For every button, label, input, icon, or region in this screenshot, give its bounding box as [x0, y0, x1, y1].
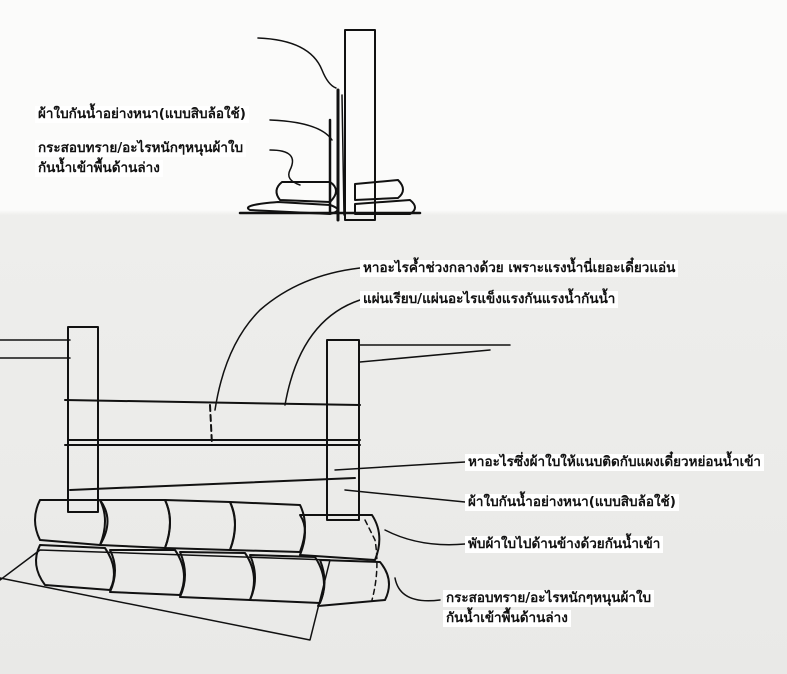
right-post	[326, 339, 360, 521]
sandbag	[164, 499, 236, 551]
label-fold-tarp: พับผ้าใบไปด้านข้างด้วยกันน้ำเข้า	[465, 536, 664, 553]
label-sandbag-main-line1: กระสอบทราย/อะไรหนักๆหนุนผ้าใบ	[443, 590, 655, 607]
sandbag	[317, 559, 390, 607]
label-fasten-tarp: หาอะไรซึ่งผ้าใบให้แนบติดกับแผงเดี๋ยวหย่อ…	[465, 454, 765, 471]
main-barrier-drawing	[0, 267, 511, 641]
leader-line	[334, 461, 466, 471]
leader-line	[269, 149, 301, 186]
board-top	[64, 399, 361, 441]
label-sandbag-main: กระสอบทราย/อะไรหนักๆหนุนผ้าใบ กันน้ำเข้า…	[443, 587, 655, 627]
leader-line	[269, 119, 333, 141]
leader-line	[284, 299, 361, 406]
wall-post	[344, 29, 376, 221]
leader-line	[214, 267, 361, 411]
label-sandbag-main-line2: กันน้ำเข้าพื้นด้านล่าง	[443, 610, 571, 627]
middle-support	[209, 404, 213, 446]
sandbag-top-right	[354, 179, 404, 201]
label-tarp-top: ผ้าใบกันน้ำอย่างหนา(แบบสิบล้อใช้)	[35, 106, 249, 123]
sandbag	[34, 499, 109, 546]
sandbag	[249, 554, 325, 604]
leader-line	[344, 489, 466, 503]
label-board: แผ่นเรียบ/แผ่นอะไรแข็งแรงกันแรงน้ำกันน้ำ	[360, 291, 619, 308]
section-detail-drawing	[238, 29, 422, 222]
sandbag-bottom-right	[354, 199, 416, 215]
leader-line	[384, 529, 466, 546]
sandbag-bottom-left	[247, 201, 339, 215]
label-sandbag-top-line1: กระสอบทราย/อะไรหนักๆหนุนผ้าใบ	[35, 140, 247, 157]
sandbag	[229, 501, 306, 553]
label-middle-support: หาอะไรค้ำช่วงกลางด้วย เพราะแรงน้ำนี่เยอะ…	[360, 260, 679, 277]
label-sandbag-top-line2: กันน้ำเข้าพื้นด้านล่าง	[35, 160, 163, 177]
leader-line	[394, 577, 441, 602]
sandbag	[179, 551, 255, 601]
leader-line	[257, 37, 337, 89]
label-sandbag-top: กระสอบทราย/อะไรหนักๆหนุนผ้าใบ กันน้ำเข้า…	[35, 137, 247, 177]
sandbag	[99, 499, 171, 549]
sandbag-top-left	[275, 181, 337, 203]
sandbag	[299, 514, 381, 561]
sandbag	[109, 549, 185, 596]
label-tarp-main: ผ้าใบกันน้ำอย่างหนา(แบบสิบล้อใช้)	[465, 494, 679, 511]
board-bottom	[64, 444, 361, 491]
left-post	[67, 326, 99, 513]
